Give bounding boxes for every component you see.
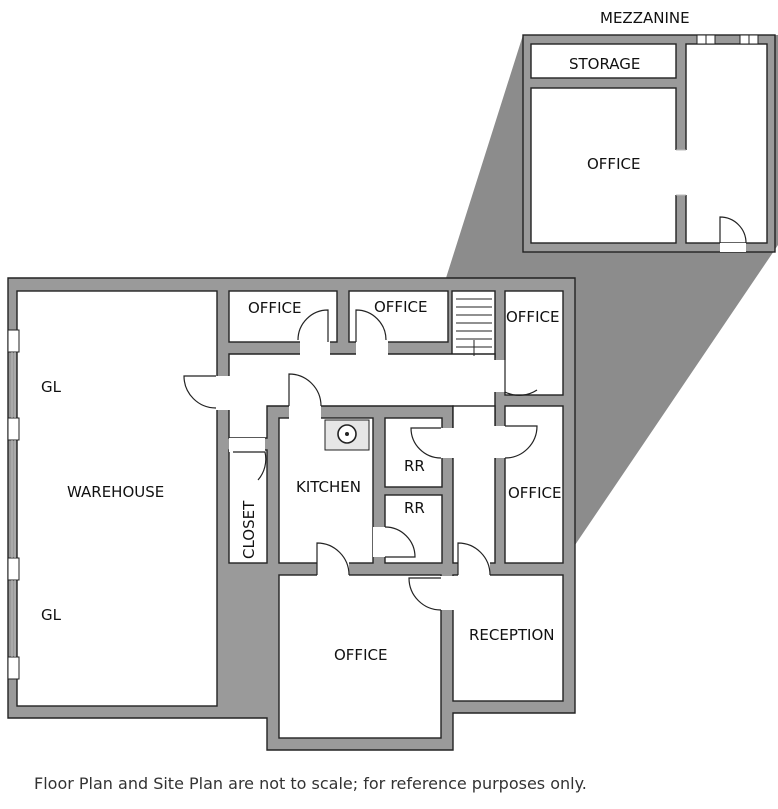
room-label-office-right-middle: OFFICE (508, 484, 561, 502)
mezzanine-plan (522, 34, 776, 253)
room-label-office-bottom: OFFICE (334, 646, 387, 664)
room-label-rr-bottom: RR (404, 499, 425, 517)
room-label-gl-top: GL (41, 378, 62, 396)
room-label-warehouse: WAREHOUSE (67, 483, 164, 501)
room-label-office-top-left: OFFICE (248, 299, 301, 317)
room-label-mezz-office: OFFICE (587, 155, 640, 173)
room-label-reception: RECEPTION (469, 626, 555, 644)
room-label-rr-top: RR (404, 457, 425, 475)
main-floor-plan (7, 277, 576, 751)
room-label-office-top-right: OFFICE (506, 308, 559, 326)
mezzanine-title: MEZZANINE (600, 9, 690, 27)
room-label-closet: CLOSET (240, 500, 258, 559)
room-label-gl-bottom: GL (41, 606, 62, 624)
caption: Floor Plan and Site Plan are not to scal… (34, 774, 587, 793)
room-label-office-top-middle: OFFICE (374, 298, 427, 316)
room-label-kitchen: KITCHEN (296, 478, 361, 496)
room-label-mezz-storage: STORAGE (569, 55, 640, 73)
